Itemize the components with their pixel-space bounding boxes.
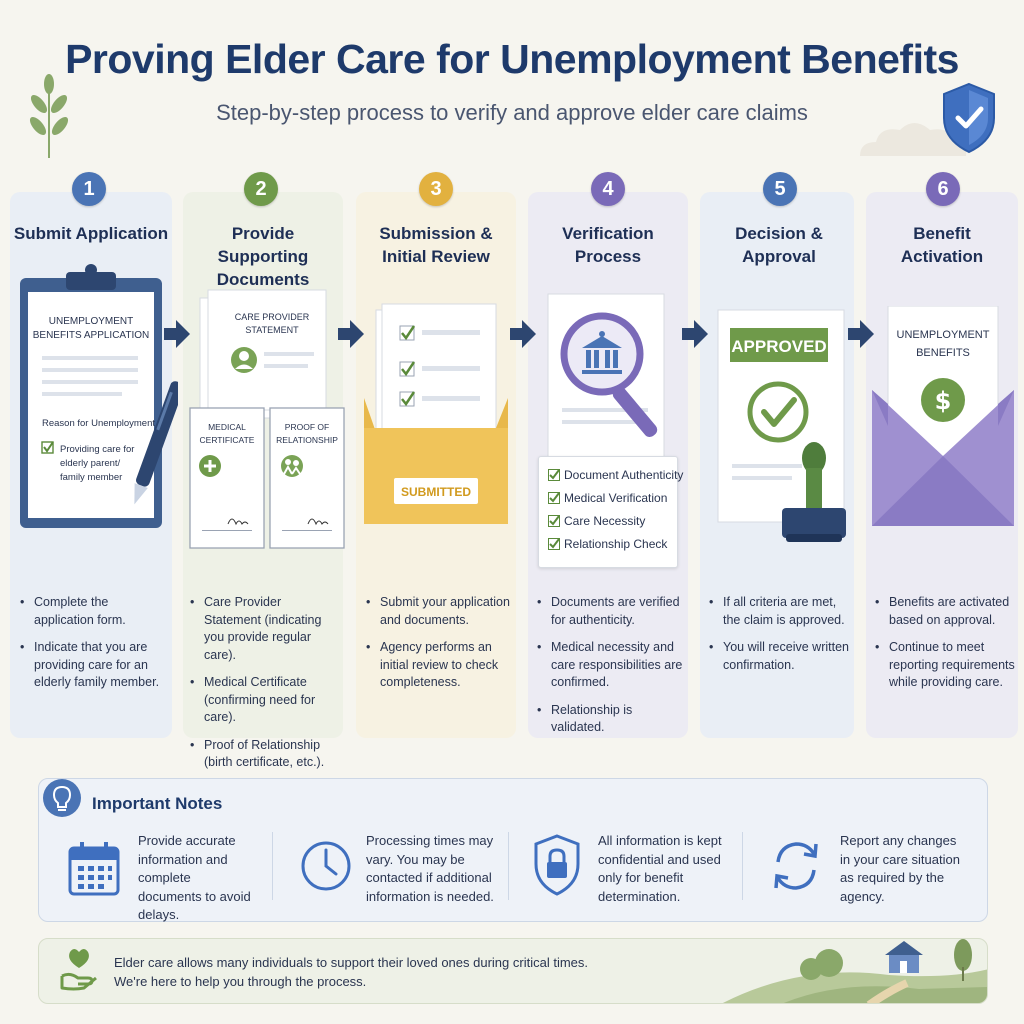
- arrow-right-icon: [164, 320, 190, 348]
- step-4-bullets: Documents are verified for authenticity.…: [537, 594, 683, 747]
- svg-text:$: $: [935, 387, 952, 415]
- check-label-authenticity: Document Authenticity: [564, 468, 684, 482]
- footer-text: Elder care allows many individuals to su…: [114, 954, 588, 991]
- checkbox-label-1: Providing care for: [60, 444, 134, 455]
- shield-check-icon: [943, 82, 995, 154]
- heart-hand-icon: [60, 949, 97, 991]
- supporting-documents-icon: CARE PROVIDER STATEMENT MEDICAL CERTIFIC…: [189, 289, 345, 549]
- step-2-badge: 2: [244, 172, 278, 206]
- refresh-icon: [774, 842, 818, 890]
- step-2-title: Provide Supporting Documents: [216, 224, 310, 289]
- check-label-care: Care Necessity: [564, 514, 646, 528]
- step-2-bullets: Care Provider Statement (indicating you …: [190, 594, 340, 782]
- step-5-bullets: If all criteria are met, the claim is ap…: [709, 594, 849, 684]
- check-icon: [548, 492, 560, 504]
- medical-doc-title-2: CERTIFICATE: [200, 435, 255, 445]
- cloud-icon: [860, 123, 967, 156]
- bullet-item: Documents are verified for authenticity.: [537, 594, 683, 629]
- bullet-item: Continue to meet reporting requirements …: [875, 639, 1015, 692]
- calendar-icon: [68, 842, 120, 896]
- note-text-4: Report any changes in your care situatio…: [840, 833, 960, 904]
- notes-title: Important Notes: [92, 794, 223, 813]
- benefits-envelope-icon: UNEMPLOYMENT BENEFITS $: [872, 306, 1014, 526]
- verification-magnifier-icon: [547, 293, 665, 475]
- check-icon: [548, 538, 560, 550]
- footer-banner: [38, 938, 988, 1004]
- clock-icon: [301, 841, 351, 891]
- page-title: Proving Elder Care for Unemployment Bene…: [65, 36, 959, 82]
- verification-checklist: [538, 456, 678, 568]
- footer-line-1: Elder care allows many individuals to su…: [114, 955, 588, 970]
- submitted-stamp: SUBMITTED: [401, 485, 471, 499]
- arrow-right-icon: [682, 320, 708, 348]
- step-4-badge: 4: [591, 172, 625, 206]
- step-1-badge: 1: [72, 172, 106, 206]
- application-doc-title-1: UNEMPLOYMENT: [49, 316, 133, 327]
- bullet-item: If all criteria are met, the claim is ap…: [709, 594, 849, 629]
- approved-document-icon: APPROVED: [717, 309, 846, 542]
- landscape-house-icon: [723, 939, 987, 1003]
- step-6-title: Benefit Activation: [900, 224, 984, 266]
- arrow-right-icon: [848, 320, 874, 348]
- bullet-item: You will receive written confirmation.: [709, 639, 849, 674]
- approved-stamp: APPROVED: [731, 337, 826, 356]
- step-5-badge: 5: [763, 172, 797, 206]
- proof-doc-title-1: PROOF OF: [285, 422, 329, 432]
- bullet-item: Indicate that you are providing care for…: [20, 639, 166, 692]
- divider: [742, 832, 743, 900]
- step-1-title: Submit Application: [13, 224, 169, 243]
- check-label-medical: Medical Verification: [564, 491, 668, 505]
- application-clipboard-icon: UNEMPLOYMENT BENEFITS APPLICATION Reason…: [20, 264, 178, 528]
- checkbox-label-2: elderly parent/: [60, 458, 121, 469]
- note-text-1: Provide accurate information and complet…: [138, 833, 251, 922]
- divider: [508, 832, 509, 900]
- step-5-title: Decision & Approval: [735, 224, 823, 266]
- page-subtitle: Step-by-step process to verify and appro…: [216, 100, 808, 125]
- proof-doc-title-2: RELATIONSHIP: [276, 435, 338, 445]
- arrow-right-icon: [510, 320, 536, 348]
- benefits-doc-title-2: BENEFITS: [916, 347, 970, 359]
- step-3-badge: 3: [419, 172, 453, 206]
- bullet-item: Care Provider Statement (indicating you …: [190, 594, 340, 664]
- step-6-badge: 6: [926, 172, 960, 206]
- bullet-item: Medical necessity and care responsibilit…: [537, 639, 683, 692]
- check-label-relationship: Relationship Check: [564, 537, 668, 551]
- step-3-bullets: Submit your application and documents. A…: [366, 594, 510, 702]
- step-3-title: Submission & Initial Review: [379, 224, 493, 266]
- plant-sprout-icon: [29, 74, 69, 158]
- bullet-item: Submit your application and documents.: [366, 594, 510, 629]
- care-doc-title-1: CARE PROVIDER: [235, 312, 310, 322]
- note-text-2: Processing times may vary. You may be co…: [366, 833, 494, 904]
- lightbulb-icon: [43, 779, 81, 817]
- care-doc-title-2: STATEMENT: [245, 325, 299, 335]
- footer-line-2: We're here to help you through the proce…: [114, 973, 367, 989]
- reason-label: Reason for Unemployment: [42, 418, 155, 429]
- divider: [272, 832, 273, 900]
- lock-shield-icon: [534, 834, 580, 896]
- bullet-item: Complete the application form.: [20, 594, 166, 629]
- medical-doc-title-1: MEDICAL: [208, 422, 246, 432]
- important-notes-panel: [38, 778, 988, 922]
- submitted-folder-icon: SUBMITTED: [364, 303, 508, 524]
- bullet-item: Proof of Relationship (birth certificate…: [190, 737, 340, 772]
- benefits-doc-title-1: UNEMPLOYMENT: [897, 329, 990, 341]
- arrow-right-icon: [338, 320, 364, 348]
- checkbox-label-3: family member: [60, 472, 122, 483]
- step-6-bullets: Benefits are activated based on approval…: [875, 594, 1015, 702]
- application-doc-title-2: BENEFITS APPLICATION: [33, 330, 150, 341]
- bullet-item: Benefits are activated based on approval…: [875, 594, 1015, 629]
- check-icon: [548, 515, 560, 527]
- bullet-item: Agency performs an initial review to che…: [366, 639, 510, 692]
- bullet-item: Relationship is validated.: [537, 702, 683, 737]
- step-4-title: Verification Process: [562, 224, 654, 266]
- bullet-item: Medical Certificate (confirming need for…: [190, 674, 340, 727]
- check-icon: [548, 469, 560, 481]
- step-1-bullets: Complete the application form. Indicate …: [20, 594, 166, 702]
- note-text-3: All information is kept confidential and…: [598, 833, 722, 904]
